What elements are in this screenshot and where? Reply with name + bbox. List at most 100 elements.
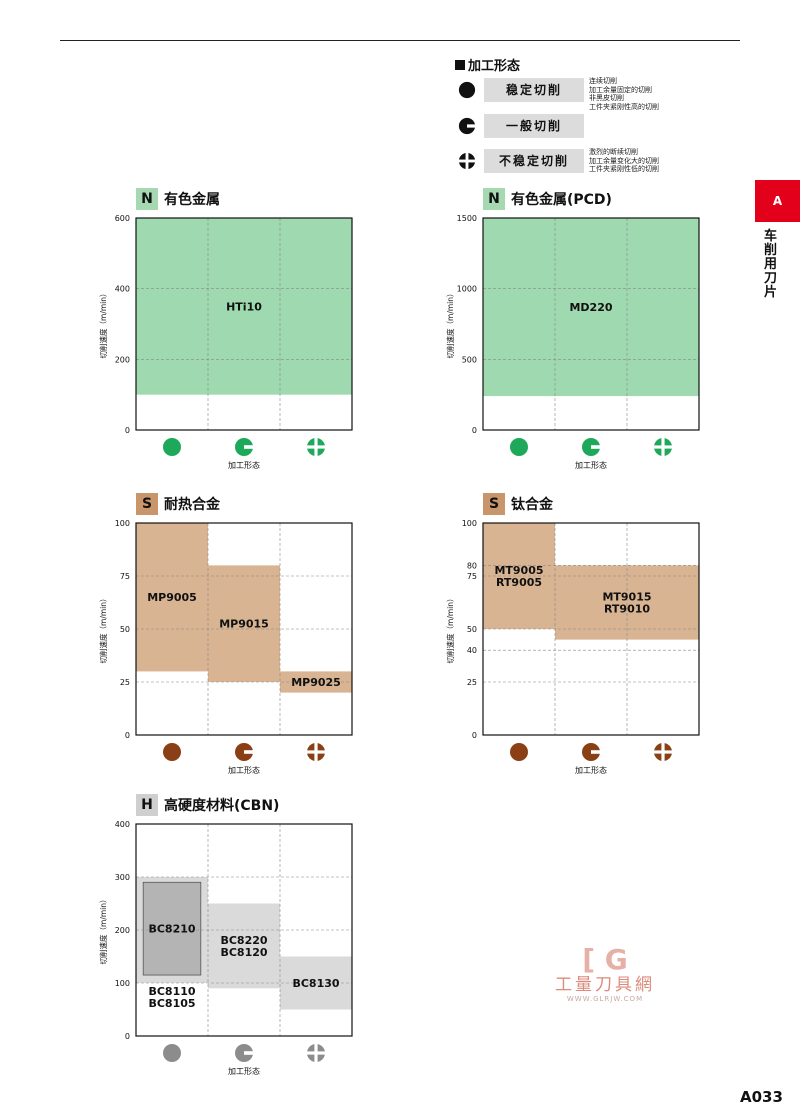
- material-code: N: [483, 188, 505, 210]
- y-axis-label: 切削速度（m/min）: [98, 290, 108, 359]
- y-tick-label: 200: [115, 355, 130, 364]
- y-tick-label: 25: [467, 678, 477, 687]
- material-code: N: [136, 188, 158, 210]
- bar-label: BC8220: [220, 934, 267, 947]
- icon-disc: [163, 743, 181, 761]
- legend-row-general: 一般切削: [455, 114, 685, 138]
- y-tick-label: 400: [115, 285, 130, 294]
- bar-label: MP9025: [291, 676, 341, 689]
- icon-cross-h: [653, 750, 673, 754]
- y-tick-label: 40: [467, 646, 477, 655]
- plot-frame: [135, 522, 353, 736]
- plot-frame: [482, 217, 700, 431]
- range-bar: [136, 218, 352, 395]
- chart-title: 有色金属: [164, 192, 220, 208]
- range-bar: [483, 218, 699, 397]
- full-circle-icon: [163, 743, 181, 761]
- icon-notch: [591, 445, 601, 449]
- icon-cross-h: [306, 750, 326, 754]
- full-circle-icon: [163, 438, 181, 456]
- y-tick-label: 100: [462, 519, 477, 528]
- watermark-mark: [ G: [582, 943, 628, 976]
- range-bar: [555, 565, 699, 640]
- material-code: H: [136, 794, 158, 816]
- icon-notch: [591, 750, 601, 754]
- y-axis-label: 切削速度（m/min）: [445, 290, 455, 359]
- y-tick-label: 0: [472, 426, 477, 435]
- y-tick-label: 100: [115, 979, 130, 988]
- legend-label-general: 一般切削: [484, 114, 584, 138]
- x-axis-label: 加工形态: [575, 460, 607, 470]
- legend-desc-stable: 连续切削 加工余量固定的切削 非黑皮切削 工件夹紧刚性高的切削: [589, 77, 659, 111]
- bar-label: BC8110: [148, 985, 195, 998]
- chart-header: N 有色金属: [136, 188, 220, 210]
- y-tick-label: 75: [467, 572, 477, 581]
- y-tick-label: 1500: [457, 214, 477, 223]
- section-tab-label: 车削用刀片: [764, 229, 778, 300]
- cross-circle-icon: [306, 1043, 326, 1063]
- icon-cross-h: [653, 445, 673, 449]
- x-axis-label: 加工形态: [575, 765, 607, 775]
- y-tick-label: 500: [462, 355, 477, 364]
- legend-title-text: 加工形态: [468, 59, 521, 74]
- icon-notch: [244, 1051, 254, 1055]
- notched-circle-icon: [235, 1044, 254, 1062]
- notched-circle-icon: [235, 743, 254, 761]
- y-tick-label: 0: [125, 1032, 130, 1041]
- plot-frame: [482, 522, 700, 736]
- notched-circle-icon: [458, 117, 476, 135]
- icon-notch: [244, 750, 254, 754]
- plot-frame: [135, 823, 353, 1037]
- y-tick-label: 0: [472, 731, 477, 740]
- chart-title: 高硬度材料(CBN): [164, 798, 280, 814]
- plot-frame: [135, 217, 353, 431]
- y-tick-label: 600: [115, 214, 130, 223]
- y-tick-label: 0: [125, 731, 130, 740]
- full-circle-icon: [510, 743, 528, 761]
- icon-notch: [244, 445, 254, 449]
- range-bar: [208, 565, 280, 682]
- legend-title: 加工形态: [455, 55, 685, 74]
- y-tick-label: 50: [120, 625, 130, 634]
- bar-label: MP9005: [147, 591, 197, 604]
- y-tick-label: 400: [115, 820, 130, 829]
- icon-disc: [163, 1044, 181, 1062]
- section-tab[interactable]: A: [755, 180, 800, 222]
- range-bar: [142, 881, 202, 976]
- bar-label: MP9015: [219, 618, 269, 631]
- chart-header: S 耐热合金: [136, 493, 220, 515]
- y-tick-label: 50: [467, 625, 477, 634]
- chart-title: 耐热合金: [164, 497, 220, 513]
- watermark-url: WWW.GLRJW.COM: [566, 995, 644, 1003]
- full-circle-icon: [458, 81, 476, 99]
- y-tick-label: 80: [467, 561, 477, 570]
- y-axis-label: 切削速度（m/min）: [445, 595, 455, 664]
- y-tick-label: 75: [120, 572, 130, 581]
- bar-label: BC8120: [220, 946, 267, 959]
- cross-circle-icon: [306, 437, 326, 457]
- x-axis-label: 加工形态: [228, 765, 260, 775]
- full-circle-icon: [510, 438, 528, 456]
- y-tick-label: 25: [120, 678, 130, 687]
- range-bar: [136, 523, 208, 672]
- bar-label: BC8105: [148, 997, 195, 1010]
- y-tick-label: 200: [115, 926, 130, 935]
- y-axis-label: 切削速度（m/min）: [98, 595, 108, 664]
- legend-label-unstable: 不稳定切削: [484, 149, 584, 173]
- bar-label: MT9005: [494, 564, 543, 577]
- y-tick-label: 1000: [457, 285, 477, 294]
- bar-label: HTi10: [226, 300, 262, 313]
- material-code: S: [136, 493, 158, 515]
- y-tick-label: 300: [115, 873, 130, 882]
- chart-title: 有色金属(PCD): [511, 192, 612, 208]
- bar-label: MT9015: [602, 591, 651, 604]
- cross-circle-icon: [653, 437, 673, 457]
- page-number: A033: [740, 1088, 783, 1106]
